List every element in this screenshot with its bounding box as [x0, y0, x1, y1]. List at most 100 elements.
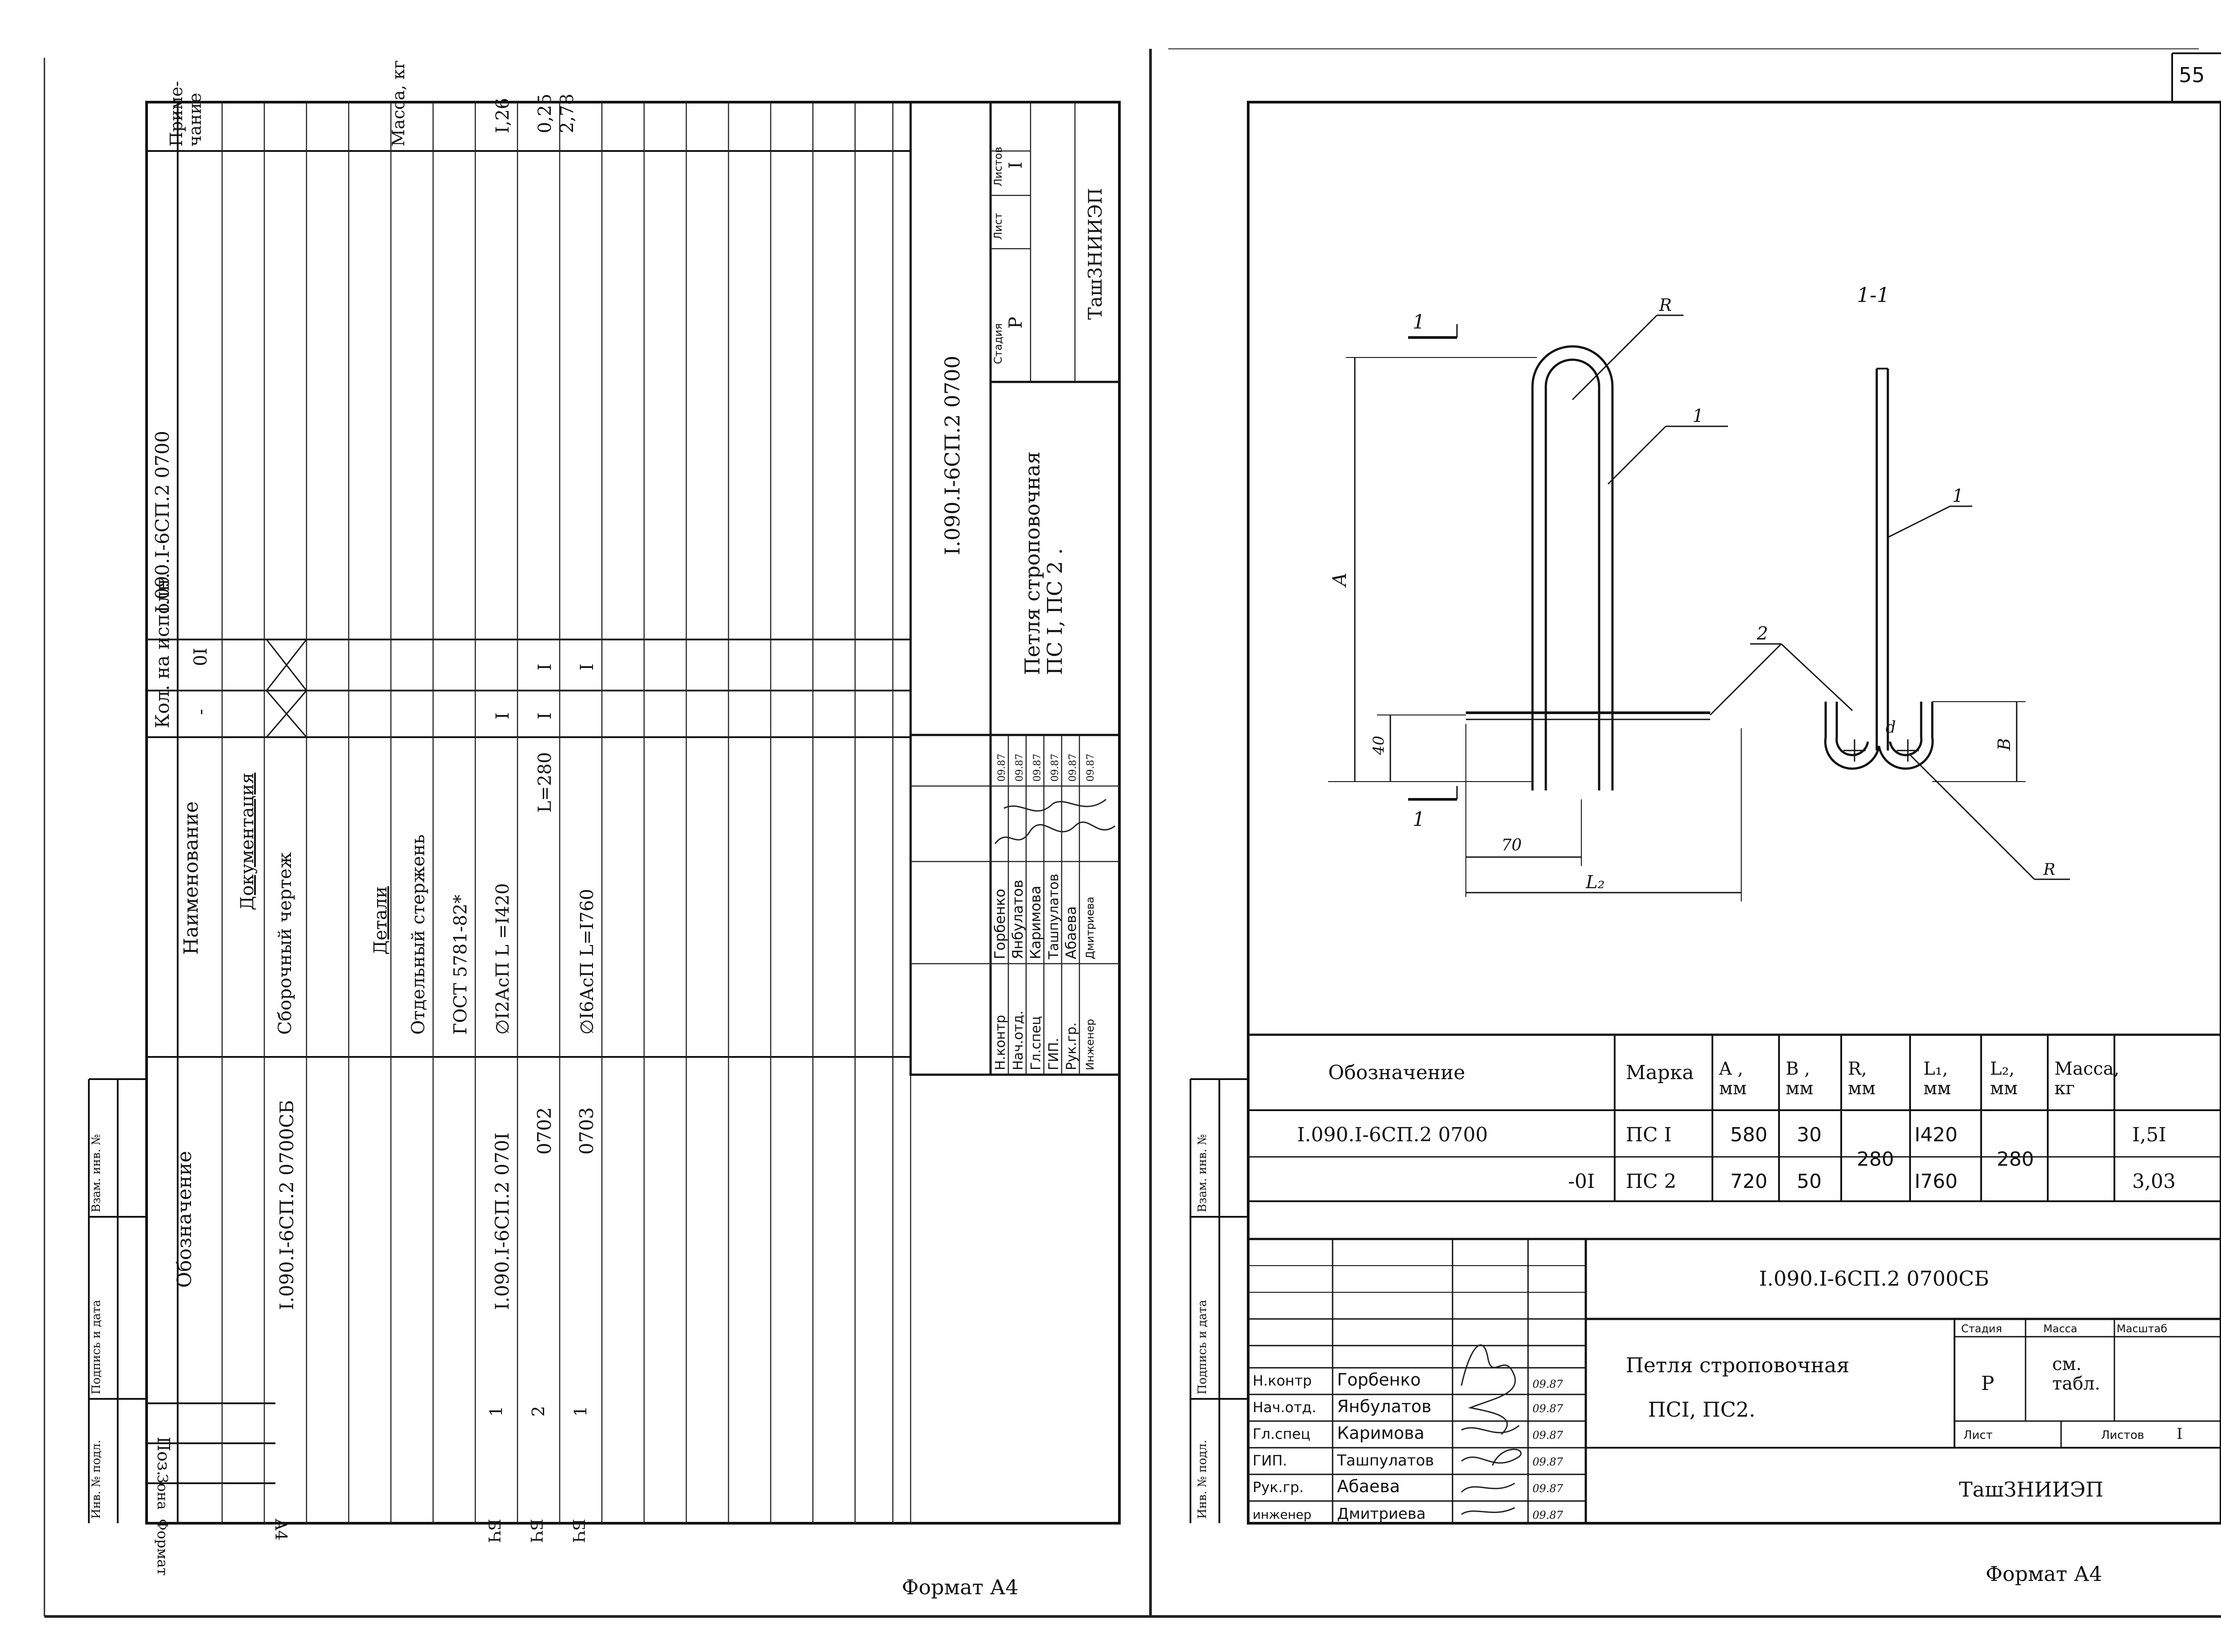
label-70: 70: [1501, 836, 1522, 854]
left-tb-sheets-label: Листов: [992, 147, 1004, 187]
left-header-pos: Поз.: [154, 1437, 173, 1476]
right-tb-name-2: Каримова: [1337, 1423, 1425, 1443]
left-header-oboznachenie: Обозначение: [173, 1151, 196, 1288]
params-row-0-mass: I,5I: [2132, 1124, 2166, 1146]
left-row-4-pos: 1: [486, 1406, 506, 1417]
left-tb-name-2: Каримова: [1027, 886, 1044, 959]
left-tb-role-3: ГИП.: [1046, 1038, 1062, 1070]
left-tb-date-5: 09.87: [1085, 754, 1096, 782]
left-header-kol: Кол. на исполн.: [151, 573, 173, 728]
left-tb-role-4: Рук.гр.: [1064, 1022, 1079, 1070]
left-tb-doc-number: I.090.I-6СП.2 0700: [940, 356, 964, 555]
left-tb-sheet-label: Лист: [992, 213, 1004, 240]
left-header-prim: Приме-чание: [167, 81, 205, 147]
right-tb-sheets-label: Листов: [2101, 1429, 2144, 1442]
params-row-1-oboz: -0I: [1568, 1170, 1595, 1193]
right-tb-date-1: 09.87: [1532, 1402, 1563, 1415]
right-tb-title-line2: ПСI, ПС2.: [1648, 1398, 1755, 1422]
params-header-mass: Масса,кг: [2054, 1059, 2119, 1099]
params-row-1-A: 720: [1730, 1170, 1767, 1193]
left-format-footer: Формат А4: [902, 1575, 1019, 1599]
left-tb-title: Петля строповочнаяПС I, ПС 2 .: [1020, 452, 1067, 675]
left-tb-stage: Р: [1006, 317, 1026, 329]
left-row-6-naim: ∅I6АсП L=I760: [577, 889, 597, 1035]
left-row-4-naim: ∅I2АсП L =I420: [493, 883, 513, 1035]
label-pos1-section: 1: [1952, 486, 1963, 506]
left-row-4-prim: I,26: [493, 98, 513, 133]
left-row-5-pos: 2: [529, 1406, 548, 1417]
right-tb-role-5: инженер: [1253, 1507, 1311, 1522]
left-header-kol-01: 0I: [191, 648, 211, 666]
right-tb-role-1: Нач.отд.: [1253, 1399, 1316, 1416]
params-header-oboz: Обозначение: [1328, 1061, 1465, 1084]
params-row-0-A: 580: [1730, 1124, 1767, 1146]
params-header-marka: Марка: [1626, 1061, 1694, 1084]
label-pos1-main: 1: [1692, 406, 1704, 426]
right-tb-name-3: Ташпулатов: [1337, 1452, 1434, 1469]
left-header-naimenovanie: Наименование: [180, 801, 203, 955]
left-tb-name-3: Ташпулатов: [1046, 874, 1062, 960]
label-R-section: R: [2043, 861, 2055, 879]
right-tb-date-3: 09.87: [1532, 1456, 1563, 1468]
params-header-R: R,мм: [1848, 1059, 1875, 1099]
left-row-6-format: БЧ: [569, 1519, 587, 1543]
left-tb-role-1: Нач.отд.: [1011, 1011, 1026, 1070]
left-row-5-q2: I: [535, 663, 555, 671]
left-row-6-prim: 2,78: [557, 94, 577, 133]
left-tb-org: ТашЗНИИЭП: [1084, 188, 1106, 320]
left-tb-sheets: I: [1006, 162, 1026, 169]
label-section-1-1: 1-1: [1857, 283, 1890, 307]
left-row-1-prim: Масса, кг: [389, 60, 408, 147]
right-tb-role-0: Н.контр: [1253, 1372, 1312, 1389]
left-tb-name-5: Дмитриева: [1084, 897, 1096, 959]
left-sheet-specification: Инв. № подл. Подпись и дата Взам. инв. №: [88, 60, 1121, 1599]
left-row-5-prim: 0,25: [535, 94, 555, 133]
right-format-footer: Формат А4: [1986, 1562, 2102, 1586]
left-tb-role-2: Гл.спец: [1028, 1016, 1044, 1070]
left-header-format: Формат: [154, 1519, 171, 1576]
right-tb-role-4: Рук.гр.: [1253, 1479, 1304, 1496]
right-sheet-assembly: 55 Инв. № подл. Подпись и дата Взам. инв…: [1190, 52, 2221, 1586]
right-tb-org: ТашЗНИИЭП: [1959, 1477, 2103, 1501]
left-row-4-oboz: I.090.I-6СП.2 070I: [491, 1132, 513, 1310]
right-tb-sheet-label: Лист: [1963, 1429, 1993, 1442]
right-tb-name-5: Дмитриева: [1337, 1505, 1426, 1523]
left-tb-role-5: Инженер: [1084, 1019, 1096, 1070]
params-row-0-marka: ПС I: [1626, 1124, 1672, 1146]
left-row-1-naim: Детали: [370, 886, 391, 955]
right-tb-scale-label: Масштаб: [2117, 1322, 2167, 1335]
left-row-4-format: БЧ: [485, 1519, 503, 1543]
params-row-1-marka: ПС 2: [1626, 1170, 1676, 1193]
params-row-1-B: 50: [1797, 1170, 1822, 1193]
left-tb-date-2: 09.87: [1032, 754, 1043, 782]
right-tb-mass-label: Масса: [2043, 1322, 2078, 1335]
left-stamp-inv-podl: Инв. № подл.: [90, 1440, 103, 1519]
right-tb-name-0: Горбенко: [1337, 1370, 1421, 1390]
left-row-0-naim: Сборочный чертеж: [275, 852, 295, 1035]
left-tb-date-4: 09.87: [1067, 754, 1079, 782]
params-row-1-L1: I760: [1915, 1170, 1958, 1193]
right-title-block: [1248, 1238, 2221, 1523]
loop-drawing: [1328, 314, 2070, 901]
left-header-zone: Зона: [154, 1474, 171, 1510]
page-number: 55: [2179, 63, 2205, 87]
label-A: A: [1329, 573, 1350, 588]
right-tb-role-2: Гл.спец: [1253, 1426, 1310, 1442]
right-tb-date-4: 09.87: [1532, 1482, 1563, 1495]
left-stamp-vzam: Взам. инв. №: [90, 1134, 103, 1212]
right-tb-date-5: 09.87: [1532, 1509, 1563, 1521]
label-B: B: [1994, 738, 2014, 751]
left-row-5-oboz: 0702: [533, 1107, 555, 1155]
left-tb-date-1: 09.87: [1014, 754, 1025, 782]
label-pos2: 2: [1756, 623, 1768, 644]
params-header-L1: L₁,мм: [1923, 1059, 1951, 1099]
left-tb-name-4: Абаева: [1063, 906, 1079, 959]
left-tb-role-0: Н.контр: [993, 1015, 1008, 1070]
left-row-0-oboz: I.090.I-6СП.2 0700СБ: [276, 1100, 298, 1310]
right-tb-stage-label: Стадия: [1961, 1322, 2002, 1335]
params-row-0-R: 280: [1857, 1148, 1894, 1171]
left-tb-stage-label: Стадия: [992, 323, 1004, 364]
right-tb-date-2: 09.87: [1532, 1429, 1563, 1442]
params-row-0-L2: 280: [1997, 1148, 2034, 1171]
